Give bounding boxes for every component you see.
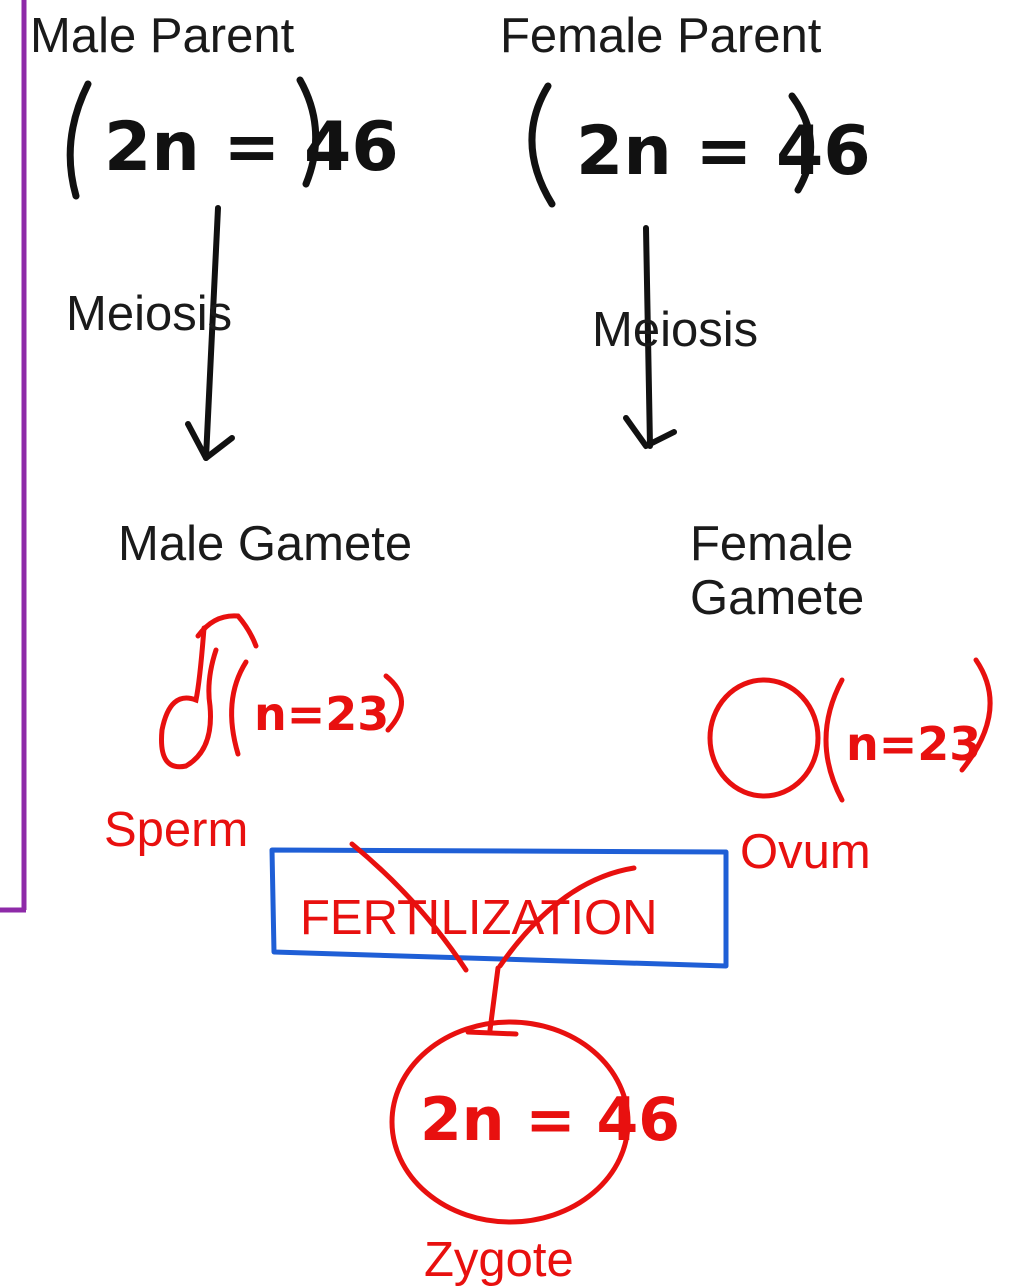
female-parent-chromosomes: 2n = 46 [528, 82, 871, 208]
sperm-label: Sperm [104, 803, 249, 857]
male-parent-chromosome-text: 2n = 46 [104, 108, 399, 187]
female-meiosis-arrow [623, 225, 677, 449]
male-meiosis-arrow [185, 205, 235, 461]
male-parent-label: Male Parent [30, 9, 295, 63]
fertilization-label: FERTILIZATION [300, 891, 658, 945]
female-parent-chromosome-text: 2n = 46 [576, 112, 871, 191]
zygote-label: Zygote [424, 1233, 574, 1287]
ovum-label: Ovum [740, 825, 871, 879]
male-meiosis-label: Meiosis [66, 287, 233, 341]
fertilization-box [269, 847, 729, 969]
female-meiosis-label: Meiosis [592, 303, 759, 357]
sperm-chromosome-text: n=23 [254, 687, 389, 741]
female-parent-label: Female Parent [500, 9, 822, 63]
male-gamete-label: Male Gamete [118, 517, 413, 571]
male-parent-chromosomes: 2n = 46 [66, 76, 399, 200]
female-gamete-label-line1: Female [690, 517, 854, 571]
zygote-circle-icon [389, 1019, 631, 1225]
ovum-chromosome-text: n=23 [846, 717, 981, 771]
page-border [0, 0, 27, 913]
male-symbol-icon [159, 613, 404, 770]
ovum-circle-icon [707, 657, 993, 803]
zygote-chromosome-text: 2n = 46 [420, 1085, 680, 1155]
female-gamete-label-line2: Gamete [690, 571, 865, 625]
fertilization-lines [349, 841, 637, 1037]
